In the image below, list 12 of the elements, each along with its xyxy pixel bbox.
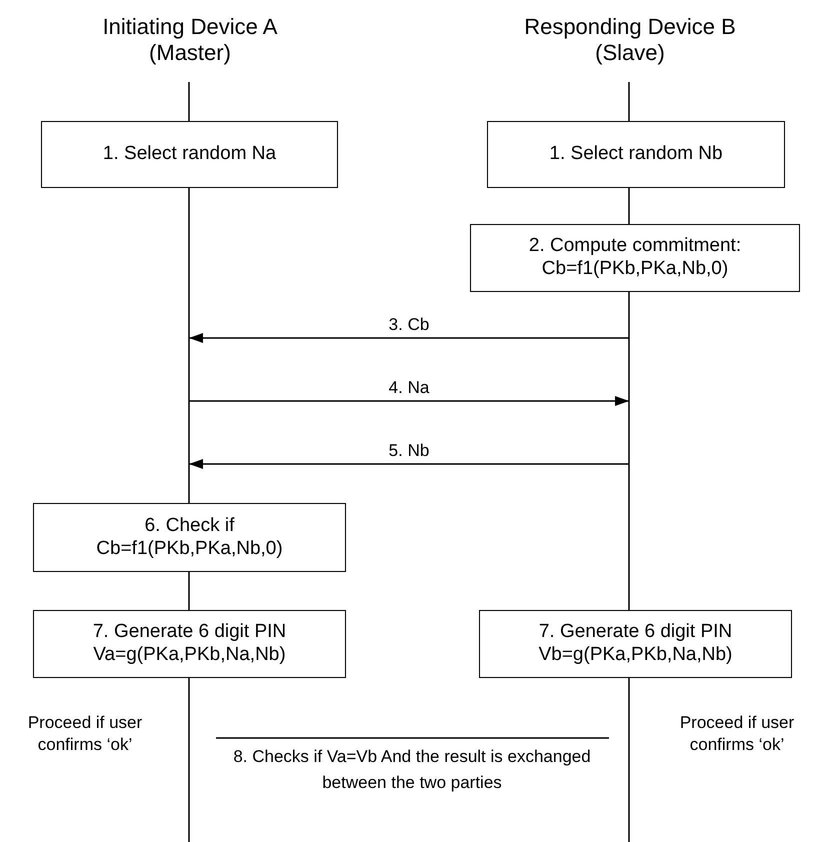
process-box: 2. Compute commitment: Cb=f1(PKb,PKa,Nb,0) [470, 224, 800, 292]
process-box: 1. Select random Nb [487, 121, 785, 188]
message-arrow [189, 333, 629, 343]
process-box: 6. Check if Cb=f1(PKb,PKa,Nb,0) [33, 503, 346, 572]
message-arrow [189, 396, 629, 406]
note-text: Proceed if user confirms ‘ok’ [678, 712, 796, 756]
process-box: 1. Select random Na [41, 121, 338, 188]
process-box: 7. Generate 6 digit PIN Vb=g(PKa,PKb,Na,Nb) [479, 610, 792, 678]
note-text: Proceed if user confirms ‘ok’ [26, 712, 144, 756]
note-text: 8. Checks if Va=Vb And the result is exchanged between the two parties [232, 746, 592, 794]
process-box: 7. Generate 6 digit PIN Va=g(PKa,PKb,Na,Nb) [33, 610, 346, 678]
message-arrow [189, 459, 629, 469]
